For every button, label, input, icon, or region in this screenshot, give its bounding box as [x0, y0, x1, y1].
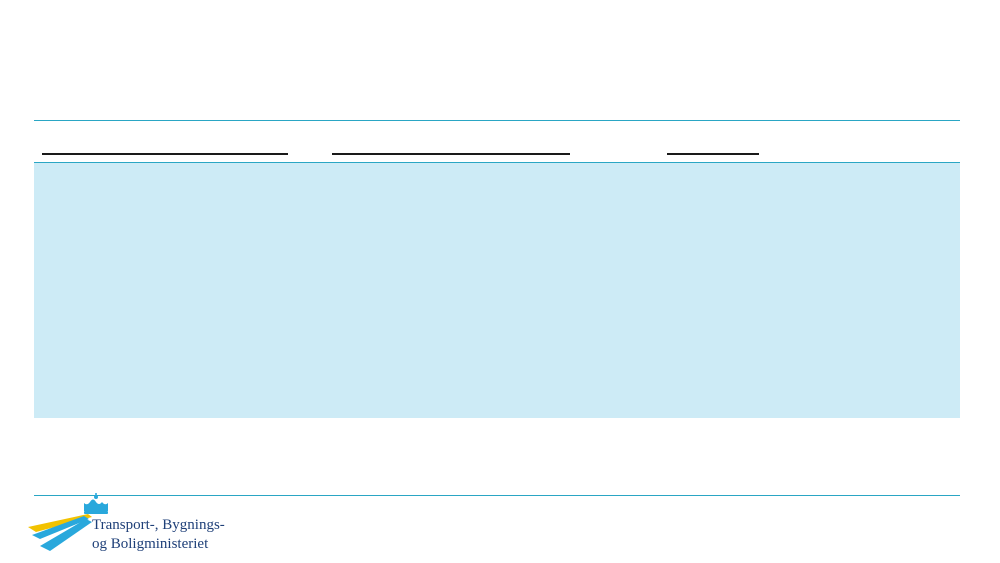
content-panel	[34, 163, 960, 418]
column-header-underline-1	[42, 153, 288, 155]
column-header-underline-3	[667, 153, 759, 155]
header-rule-top	[34, 120, 960, 121]
crown-and-roads-logo-icon	[28, 493, 108, 551]
ministry-logo: Transport-, Bygnings- og Boligministerie…	[26, 493, 246, 555]
ministry-name-line-1: Transport-, Bygnings-	[92, 517, 225, 533]
footer-rule	[34, 495, 960, 496]
ministry-name-line-2: og Boligministeriet	[92, 536, 209, 552]
column-header-underline-2	[332, 153, 570, 155]
header-rule-bottom	[34, 162, 960, 163]
ministry-name: Transport-, Bygnings- og Boligministerie…	[92, 516, 225, 554]
